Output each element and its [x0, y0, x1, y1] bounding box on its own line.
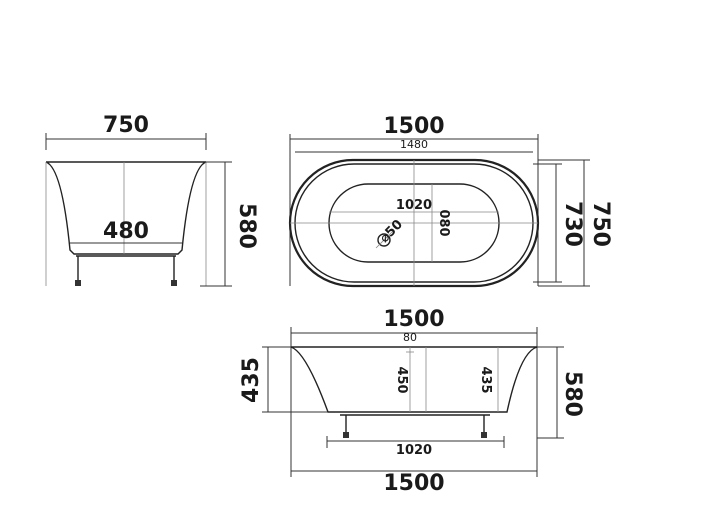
- top-width-inner-label: 730: [560, 201, 585, 247]
- drain-diameter-label: ⌀50: [377, 217, 406, 246]
- front-height-right-label: 580: [560, 371, 585, 417]
- front-view: 1500 80 450 435 435 580 1020: [239, 307, 585, 496]
- front-feet-span-label: 1020: [396, 443, 432, 458]
- top-view: 1500 1480 1020 080 ⌀50 730 750: [288, 114, 613, 288]
- side-width-bottom-label: 480: [103, 219, 149, 244]
- front-length-top-label: 1500: [383, 307, 444, 332]
- front-length-bottom-label: 1500: [383, 471, 444, 496]
- front-inner-depth-right-label: 435: [478, 366, 493, 393]
- top-length-outer-label: 1500: [383, 114, 444, 139]
- front-inner-depth-label: 450: [394, 366, 409, 393]
- front-offset-label: 80: [403, 331, 417, 344]
- side-view: 750 480 580: [45, 113, 259, 287]
- top-basin-length-label: 1020: [396, 198, 432, 213]
- side-height-label: 580: [234, 203, 259, 249]
- top-width-outer-label: 750: [588, 201, 613, 247]
- side-width-top-label: 750: [103, 113, 149, 138]
- top-length-inner-label: 1480: [400, 138, 428, 151]
- front-depth-left-label: 435: [239, 357, 264, 403]
- top-basin-width-label: 080: [436, 209, 451, 236]
